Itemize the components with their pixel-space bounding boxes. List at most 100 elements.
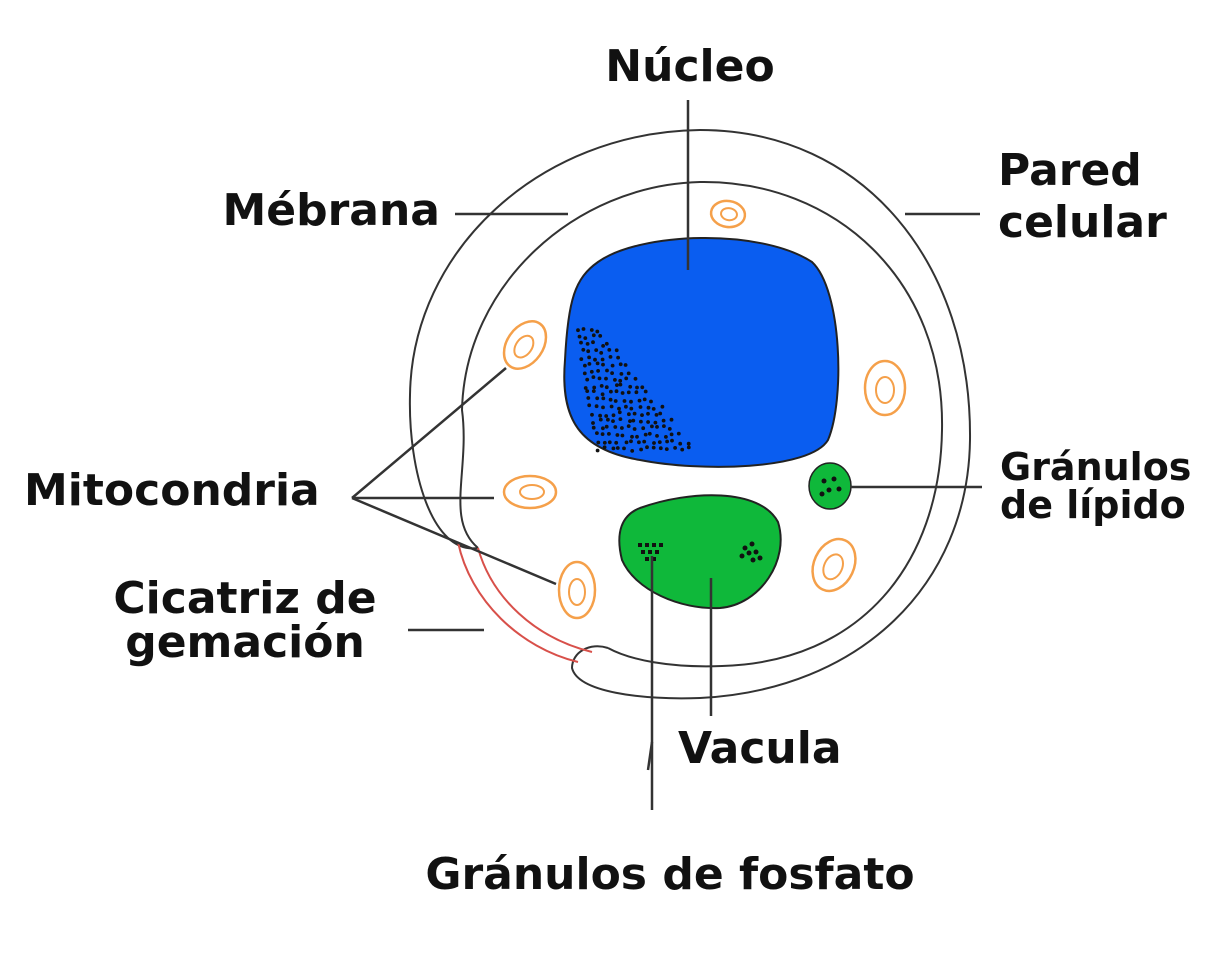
mitochondrion-left-lower	[557, 560, 597, 620]
chromatin-dot	[652, 441, 656, 445]
chromatin-dot	[618, 378, 623, 383]
phosphate-granules-right	[739, 541, 763, 563]
chromatin-dot	[665, 439, 669, 444]
chromatin-dot	[601, 362, 605, 367]
chromatin-dot	[599, 351, 604, 355]
chromatin-dot	[591, 421, 595, 425]
chromatin-dot	[626, 424, 631, 428]
chromatin-dot	[604, 385, 609, 390]
cell-wall-outline	[408, 128, 972, 700]
chromatin-dot	[627, 412, 631, 417]
chromatin-dot	[641, 426, 646, 431]
mitochondrion-right-upper	[863, 359, 907, 417]
leader-phosphate-tick	[646, 741, 654, 771]
chromatin-dot	[626, 371, 631, 376]
chromatin-dot	[587, 362, 592, 366]
chromatin-dot	[608, 355, 613, 359]
chromatin-dot	[591, 425, 596, 430]
chromatin-dot	[635, 385, 639, 390]
chromatin-dot	[592, 385, 597, 390]
chromatin-dot	[680, 447, 685, 452]
chromatin-dot	[629, 439, 633, 444]
chromatin-dot	[598, 413, 602, 418]
chromatin-dot	[669, 432, 674, 437]
chromatin-dot	[640, 385, 645, 390]
chromatin-dot	[604, 414, 609, 418]
chromatin-dot	[579, 340, 583, 345]
chromatin-dot	[615, 383, 619, 387]
leader-mitochondria-upper	[351, 367, 507, 499]
chromatin-dot	[618, 362, 623, 367]
chromatin-dot	[589, 369, 594, 374]
chromatin-dot	[629, 399, 633, 404]
mitochondrion-right-lower	[811, 537, 857, 593]
chromatin-dot	[628, 419, 632, 423]
chromatin-dot	[605, 368, 609, 373]
chromatin-dot	[613, 399, 618, 403]
chromatin-dot	[587, 355, 591, 360]
chromatin-dot	[594, 404, 599, 409]
chromatin-dot	[594, 348, 599, 352]
chromatin-dot	[616, 355, 620, 360]
chromatin-dot	[610, 363, 615, 368]
chromatin-dot	[610, 371, 614, 375]
chromatin-dot	[637, 398, 642, 403]
chromatin-dot	[632, 427, 637, 431]
label-bud-scar-line1: Cicatriz de	[113, 573, 377, 624]
chromatin-dot	[607, 432, 611, 436]
chromatin-dot	[583, 336, 588, 340]
chromatin-dot	[649, 399, 653, 404]
chromatin-dot	[632, 411, 637, 416]
chromatin-dot	[655, 434, 659, 438]
chromatin-dot	[618, 417, 623, 421]
label-vacuole: Vacula	[678, 723, 842, 774]
chromatin-dot	[646, 405, 651, 410]
chromatin-dot	[595, 329, 600, 334]
chromatin-dot	[595, 448, 600, 453]
mitochondrion-top	[709, 199, 747, 229]
chromatin-dot	[631, 418, 636, 423]
cell-membrane-outline	[459, 180, 944, 668]
chromatin-dot	[591, 375, 596, 379]
chromatin-dot	[655, 425, 659, 429]
chromatin-dot	[607, 348, 612, 352]
chromatin-dot	[600, 432, 605, 436]
chromatin-dot	[611, 419, 615, 423]
chromatin-dot	[595, 431, 599, 435]
chromatin-dot	[646, 420, 650, 424]
leader-mitochondria-lower	[351, 496, 557, 586]
chromatin-dot	[613, 425, 618, 429]
leader-lines	[351, 100, 982, 810]
bud-scar-outer	[457, 541, 579, 663]
chromatin-dot	[623, 363, 628, 367]
chromatin-dot	[651, 445, 656, 450]
chromatin-dot	[639, 419, 643, 424]
chromatin-dot	[608, 397, 613, 402]
mitochondrion-left-middle	[502, 474, 558, 510]
chromatin-dot	[583, 386, 588, 390]
chromatin-dot	[609, 404, 614, 409]
chromatin-dot	[658, 411, 663, 416]
mitochondrion-left-upper	[502, 320, 548, 370]
chromatin-dot	[599, 384, 604, 388]
chromatin-dot	[654, 413, 659, 417]
chromatin-dot	[595, 396, 600, 401]
nucleus-shape	[563, 237, 840, 468]
chromatin-dot	[658, 446, 663, 451]
chromatin-dot	[593, 357, 597, 362]
chromatin-dot	[650, 424, 654, 429]
chromatin-dot	[596, 440, 601, 445]
chromatin-dot	[614, 348, 619, 353]
chromatin-dot	[667, 427, 672, 431]
chromatin-dot	[622, 446, 626, 451]
nucleus-chromatin-dots	[576, 327, 691, 453]
chromatin-dot	[586, 396, 591, 400]
chromatin-dot	[604, 424, 609, 429]
chromatin-dot	[673, 446, 677, 450]
chromatin-dot	[664, 435, 668, 439]
label-mitochondria: Mitocondria	[24, 465, 320, 516]
chromatin-dot	[604, 376, 608, 381]
label-bud-scar-line2: gemación	[125, 617, 365, 668]
chromatin-dot	[601, 426, 605, 431]
